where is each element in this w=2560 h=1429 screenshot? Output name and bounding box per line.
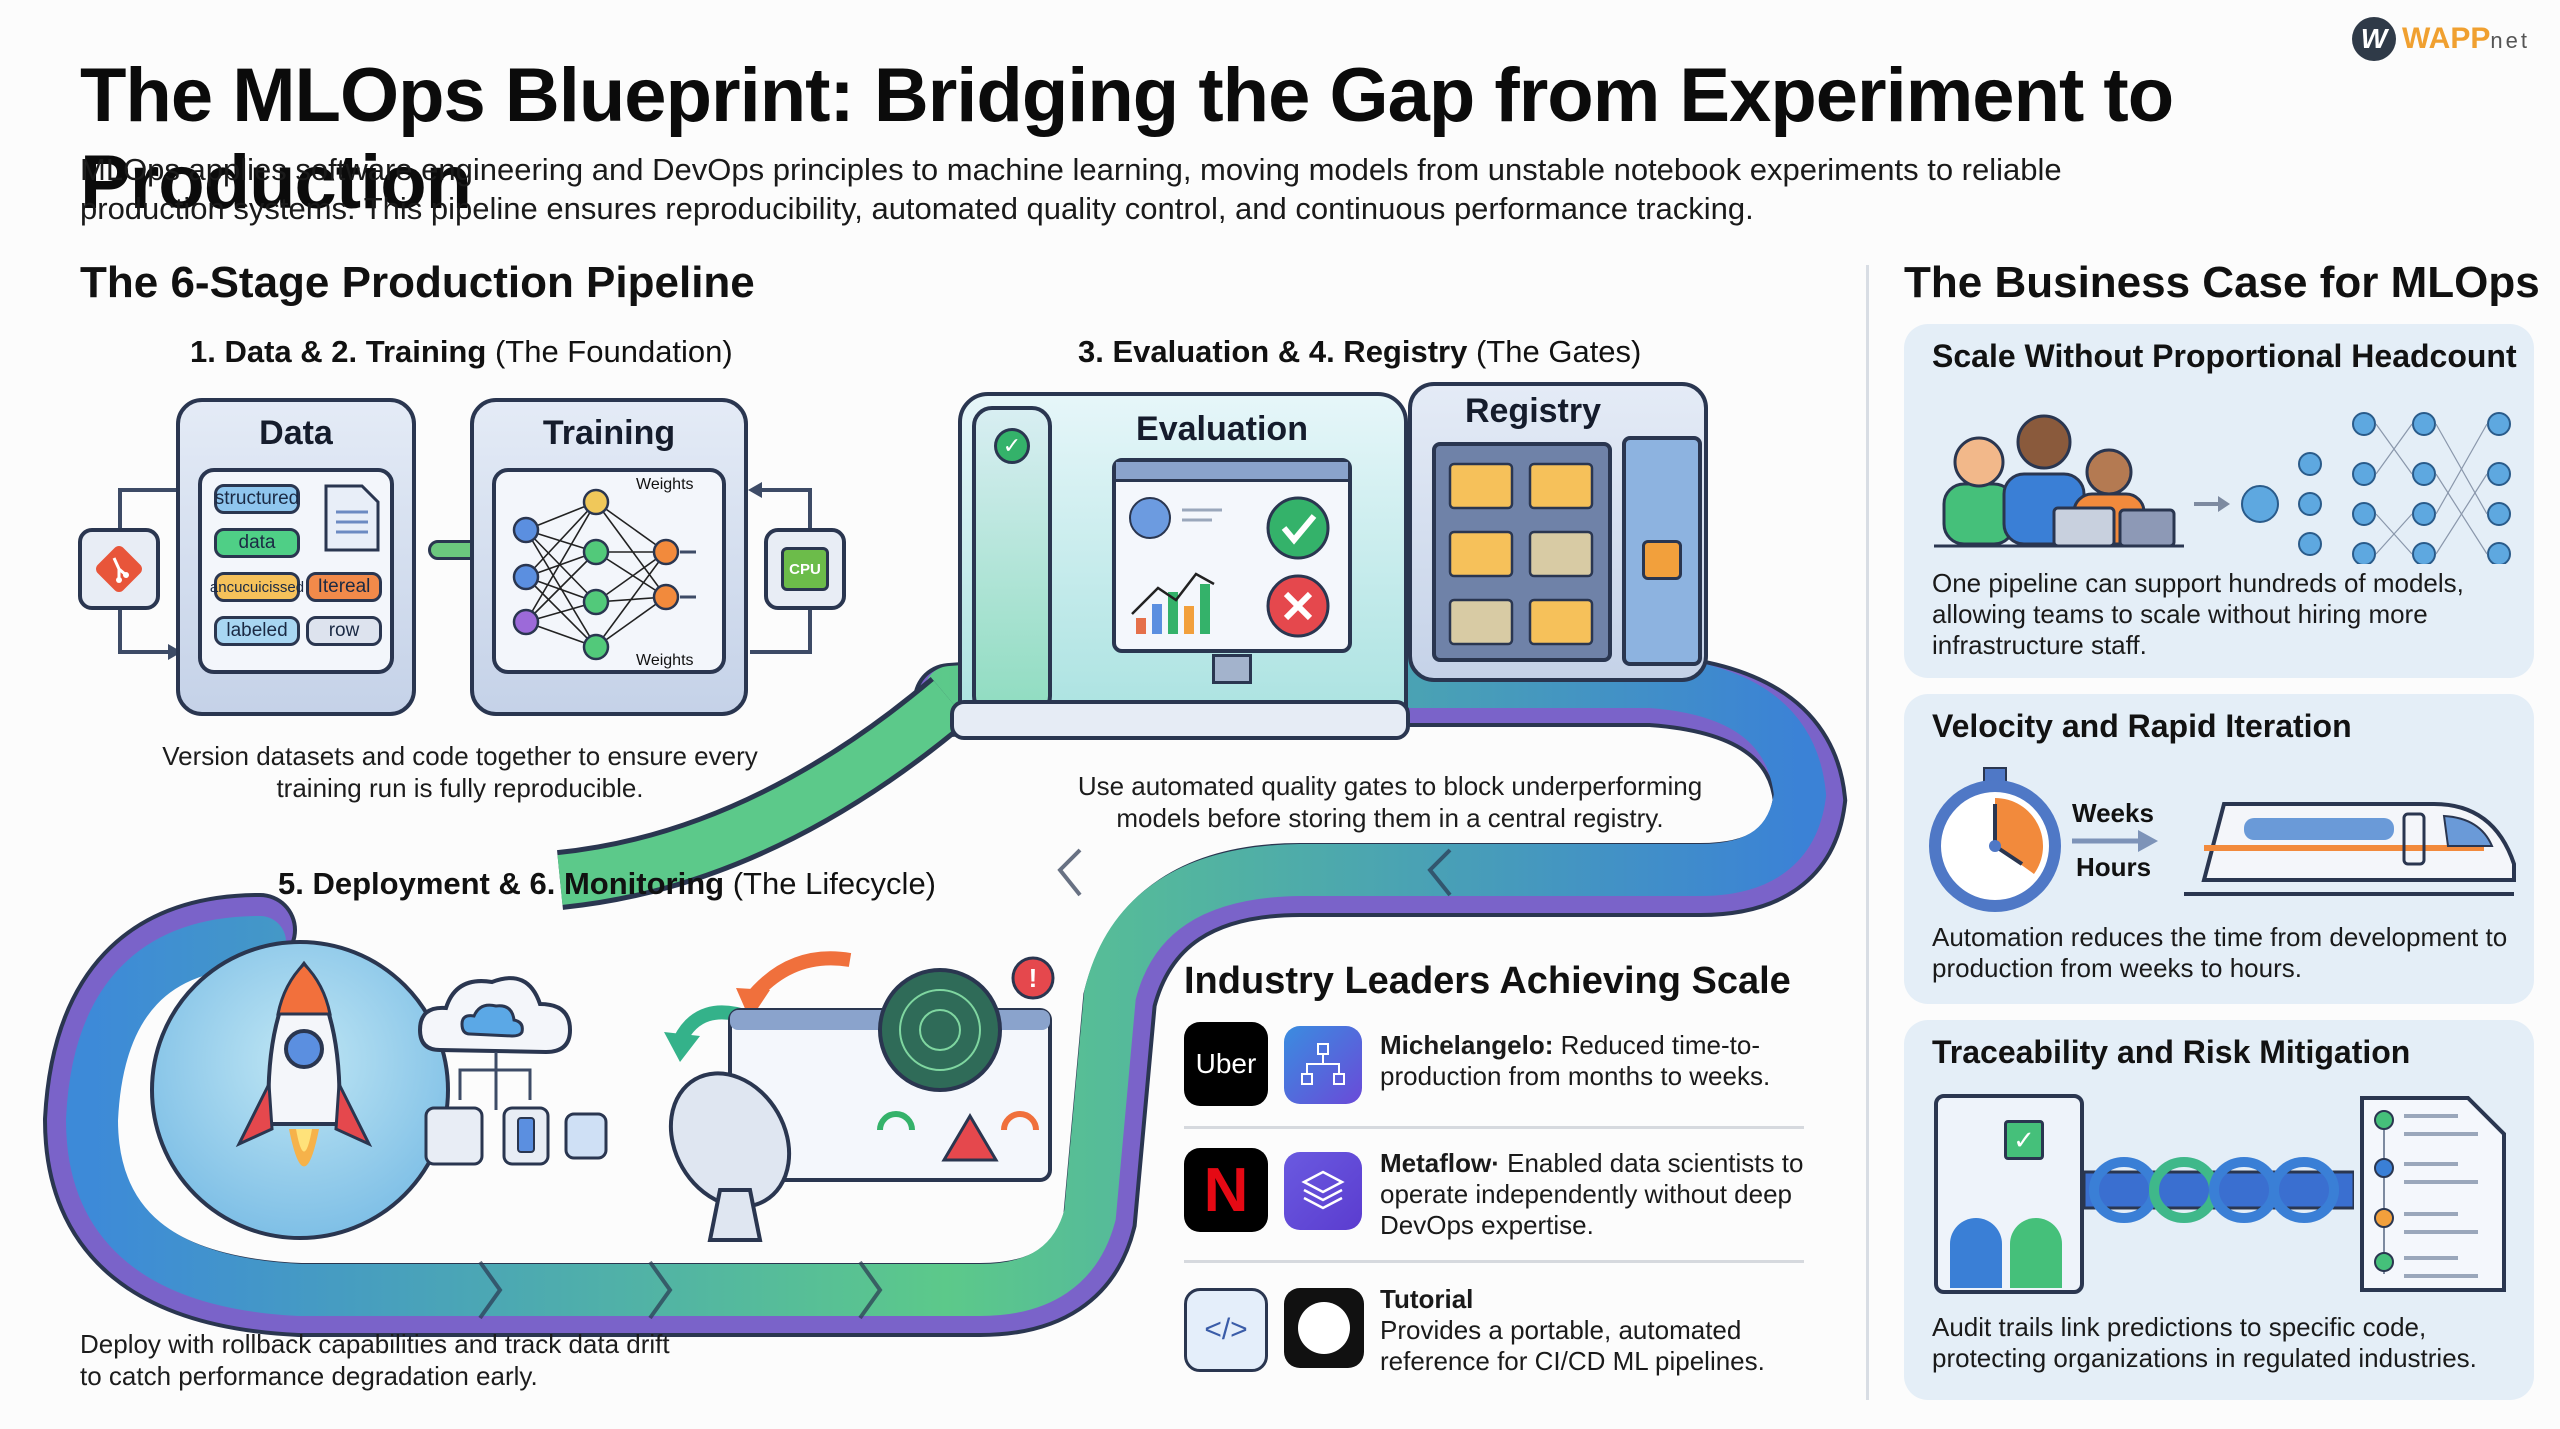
data-chip-data: data <box>214 528 300 558</box>
column-divider <box>1866 265 1869 1400</box>
chain-link-icon <box>2084 1157 2354 1223</box>
data-unit-label: Data <box>259 414 333 452</box>
svg-text:!: ! <box>1029 963 1038 993</box>
card-title: Traceability and Risk Mitigation <box>1932 1034 2411 1070</box>
audit-log-document-icon <box>2360 1096 2506 1292</box>
git-icon <box>96 546 142 592</box>
approved-check-icon: ✓ <box>2004 1120 2044 1160</box>
stage-1-2-description: Version datasets and code together to en… <box>162 741 758 803</box>
registry-shelves <box>1432 442 1612 662</box>
evaluation-base <box>950 700 1410 740</box>
code-window-icon: </> <box>1184 1288 1268 1372</box>
logo-mark-icon: W <box>2352 17 2396 61</box>
github-icon <box>1284 1288 1364 1368</box>
cloud-deploy-icons <box>417 976 608 1166</box>
leader-description: Reduced time-to-production from months t… <box>1380 1030 1771 1091</box>
cpu-box: CPU <box>764 528 846 610</box>
stage-5-6-description: Deploy with rollback capabilities and tr… <box>80 1329 670 1391</box>
track-chevron <box>648 1260 673 1320</box>
leader-item-uber: Uber Michelangelo: Reduced time-to-produ… <box>1184 1022 1804 1132</box>
team-to-models-icon <box>1934 412 2511 564</box>
track-chevron <box>858 1260 883 1320</box>
weights-label-top: Weights <box>636 476 694 493</box>
deployment-sky <box>150 940 450 1240</box>
data-unit: Data structured data ancucuicissed Itere… <box>176 398 416 716</box>
page-subtitle: MLOps applies software engineering and D… <box>80 152 2062 226</box>
git-flow-arrows <box>118 488 182 660</box>
uber-logo-icon: Uber <box>1184 1022 1268 1106</box>
card-title: Velocity and Rapid Iteration <box>1932 708 2352 744</box>
leaders-heading: Industry Leaders Achieving Scale <box>1184 960 1791 1002</box>
business-card-velocity: Velocity and Rapid Iteration Weeks Hours… <box>1904 694 2534 1004</box>
track-chevron <box>1057 848 1082 897</box>
registry-label: Registry <box>1464 392 1602 430</box>
document-icon <box>324 484 380 552</box>
business-card-scale: Scale Without Proportional Headcount One… <box>1904 324 2534 678</box>
training-unit-label: Training <box>542 414 676 452</box>
leader-description: Provides a portable, automated reference… <box>1380 1315 1765 1376</box>
data-chip-labeled: labeled <box>214 616 300 646</box>
stage-3-4-description: Use automated quality gates to block und… <box>1077 771 1703 833</box>
leader-name: Tutorial <box>1380 1284 1474 1314</box>
netflix-logo-icon: N <box>1184 1148 1268 1232</box>
track-chevron <box>1427 848 1452 897</box>
weeks-label: Weeks <box>2072 798 2154 828</box>
card-text: One pipeline can support hundreds of mod… <box>1932 568 2464 660</box>
rocket-icon <box>235 960 373 1167</box>
team-window-icon: ✓ <box>1934 1094 2084 1294</box>
leaders-divider <box>1184 1126 1804 1129</box>
leaders-divider <box>1184 1260 1804 1263</box>
evaluation-chart-icon <box>1129 496 1330 638</box>
evaluation-monitor <box>1112 458 1352 653</box>
stage-1-2-title: 1. Data & 2. Training (The Foundation) <box>190 334 733 369</box>
leader-description: Enabled data scientists to operate indep… <box>1380 1148 1804 1240</box>
page-title: The MLOps Blueprint: Bridging the Gap fr… <box>80 53 2174 225</box>
logo-brand: WAPP <box>2402 22 2491 55</box>
lock-icon <box>1642 540 1682 580</box>
data-chip-unstructured: ancucuicissed <box>210 572 304 602</box>
metaflow-layers-icon <box>1284 1152 1362 1230</box>
brand-logo: W WAPPnet <box>2352 14 2552 64</box>
card-text: Audit trails link predictions to specifi… <box>1932 1312 2477 1373</box>
business-card-traceability: Traceability and Risk Mitigation ✓ Audit… <box>1904 1020 2534 1400</box>
data-chip-itereal: Itereal <box>306 572 382 602</box>
michelangelo-icon <box>1284 1026 1362 1104</box>
arrow-right-icon <box>2072 830 2158 852</box>
stopwatch-icon <box>1929 767 2061 912</box>
cpu-icon: CPU <box>781 547 829 591</box>
leader-name: Michelangelo <box>1380 1030 1545 1060</box>
leader-name: Metaflow <box>1380 1148 1492 1178</box>
gate-check-icon: ✓ <box>994 428 1030 464</box>
folder-icons <box>1448 462 1594 646</box>
evaluation-label: Evaluation <box>1136 410 1308 448</box>
weights-label-bottom: Weights <box>636 652 694 669</box>
card-text: Automation reduces the time from develop… <box>1932 922 2508 983</box>
track-chevron <box>478 1260 503 1320</box>
pipeline-heading: The 6-Stage Production Pipeline <box>80 258 755 307</box>
business-heading: The Business Case for MLOps <box>1904 258 2540 307</box>
leader-item-netflix: N Metaflow· Enabled data scientists to o… <box>1184 1148 1804 1258</box>
data-chip-structured: structured <box>214 484 300 514</box>
stage-3-4-title: 3. Evaluation & 4. Registry (The Gates) <box>1078 334 1642 369</box>
training-unit: Training Weights Weights <box>470 398 748 716</box>
monitoring-illustration: ! <box>664 951 1055 1242</box>
evaluation-gate: ✓ Evaluation <box>958 392 1408 732</box>
registry-safe: Registry <box>1408 382 1708 682</box>
data-chip-row: row <box>306 616 382 646</box>
cpu-flow-arrows <box>748 482 812 654</box>
neural-network-icon <box>512 488 696 661</box>
logo-suffix: net <box>2490 28 2530 53</box>
pipeline-track <box>42 653 1848 1337</box>
registry-door <box>1622 436 1702 666</box>
git-box <box>78 528 160 610</box>
hours-label: Hours <box>2076 852 2152 882</box>
train-icon <box>2184 802 2516 896</box>
stage-5-6-title: 5. Deployment & 6. Monitoring (The Lifec… <box>278 866 937 901</box>
card-title: Scale Without Proportional Headcount <box>1932 338 2517 374</box>
